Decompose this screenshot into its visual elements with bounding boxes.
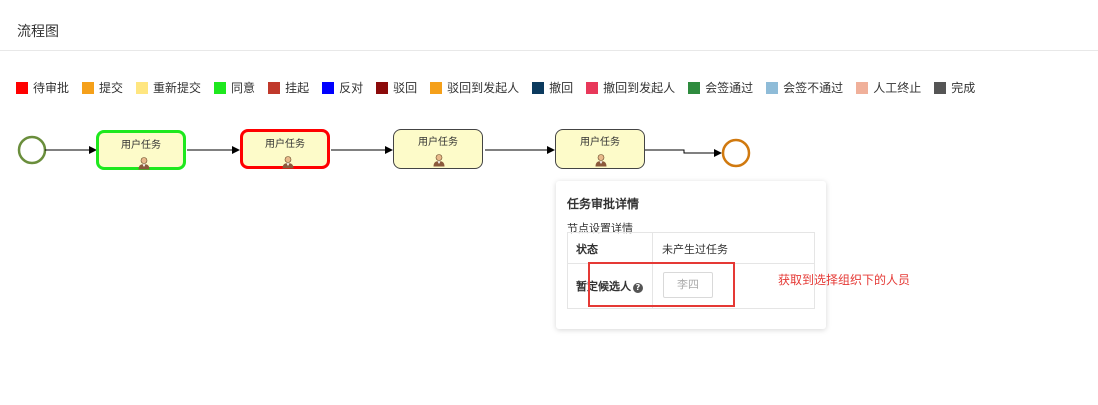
- highlight-box: [588, 262, 735, 307]
- legend-item-11: 会签不通过: [766, 79, 843, 96]
- legend-label: 会签不通过: [783, 81, 844, 95]
- task-detail-popup: 任务审批详情 节点设置详情 状态 未产生过任务 暂定候选人? 李四: [556, 181, 826, 329]
- user-task-node[interactable]: 用户任务: [240, 129, 330, 169]
- popup-subtitle: 节点设置详情: [567, 222, 633, 235]
- legend-swatch: [322, 81, 335, 94]
- user-task-node[interactable]: 用户任务: [393, 129, 483, 169]
- legend-item-10: 会签通过: [688, 79, 753, 96]
- legend-label: 反对: [339, 81, 364, 95]
- legend-label: 提交: [99, 81, 124, 95]
- legend-label: 完成: [951, 81, 976, 95]
- legend-swatch: [934, 81, 947, 94]
- legend-item-6: 驳回: [376, 79, 417, 96]
- user-icon: [138, 157, 150, 170]
- legend-swatch: [586, 81, 599, 94]
- task-label: 用户任务: [121, 140, 161, 151]
- legend-item-4: 挂起: [268, 79, 309, 96]
- help-icon[interactable]: ?: [633, 283, 643, 293]
- annotation-text: 获取到选择组织下的人员: [778, 273, 911, 287]
- sequence-flow-5: [645, 149, 722, 157]
- candidate-input[interactable]: 李四: [663, 272, 713, 298]
- legend-swatch: [214, 81, 227, 94]
- page-title: 流程图: [17, 24, 59, 40]
- legend-item-7: 驳回到发起人: [430, 79, 519, 96]
- legend-item-9: 撤回到发起人: [586, 79, 675, 96]
- legend-item-12: 人工终止: [856, 79, 921, 96]
- legend-item-2: 重新提交: [136, 79, 201, 96]
- legend-label: 重新提交: [153, 81, 202, 95]
- task-label: 用户任务: [265, 139, 305, 150]
- user-icon: [595, 154, 607, 167]
- legend-swatch: [268, 81, 281, 94]
- legend-swatch: [82, 81, 95, 94]
- page-header: 流程图: [0, 0, 1098, 51]
- legend-item-0: 待审批: [16, 79, 69, 96]
- legend-label: 会签通过: [705, 81, 754, 95]
- legend-label: 驳回: [393, 81, 418, 95]
- status-legend: 待审批 提交 重新提交 同意 挂起 反对 驳回 驳回到发起人 撤回 撤回到发起人…: [16, 79, 975, 96]
- user-task-node[interactable]: 用户任务: [555, 129, 645, 169]
- start-event[interactable]: [17, 135, 47, 165]
- popup-title: 任务审批详情: [567, 197, 640, 211]
- legend-label: 同意: [231, 81, 256, 95]
- legend-item-5: 反对: [322, 79, 363, 96]
- end-event[interactable]: [721, 138, 751, 168]
- column-divider: [652, 233, 653, 263]
- legend-swatch: [766, 81, 779, 94]
- legend-item-13: 完成: [934, 79, 975, 96]
- legend-label: 待审批: [33, 81, 70, 95]
- user-icon: [433, 154, 445, 167]
- status-label: 状态: [576, 243, 598, 256]
- legend-item-8: 撤回: [532, 79, 573, 96]
- legend-swatch: [16, 81, 28, 94]
- user-task-node[interactable]: 用户任务: [96, 130, 186, 170]
- legend-swatch: [136, 81, 149, 94]
- user-icon: [282, 156, 294, 169]
- legend-item-1: 提交: [82, 79, 123, 96]
- task-label: 用户任务: [580, 137, 620, 148]
- task-label: 用户任务: [418, 137, 458, 148]
- legend-label: 驳回到发起人: [447, 81, 520, 95]
- legend-label: 撤回到发起人: [603, 81, 676, 95]
- legend-swatch: [376, 81, 389, 94]
- status-row: 状态 未产生过任务: [568, 233, 814, 264]
- legend-swatch: [688, 81, 701, 94]
- legend-label: 人工终止: [873, 81, 922, 95]
- legend-swatch: [856, 81, 869, 94]
- legend-swatch: [532, 81, 545, 94]
- status-value: 未产生过任务: [662, 243, 728, 256]
- legend-label: 撤回: [549, 81, 574, 95]
- legend-swatch: [430, 81, 443, 94]
- legend-item-3: 同意: [214, 79, 255, 96]
- column-divider: [652, 263, 653, 308]
- flow-diagram: [17, 135, 751, 168]
- legend-label: 挂起: [285, 81, 310, 95]
